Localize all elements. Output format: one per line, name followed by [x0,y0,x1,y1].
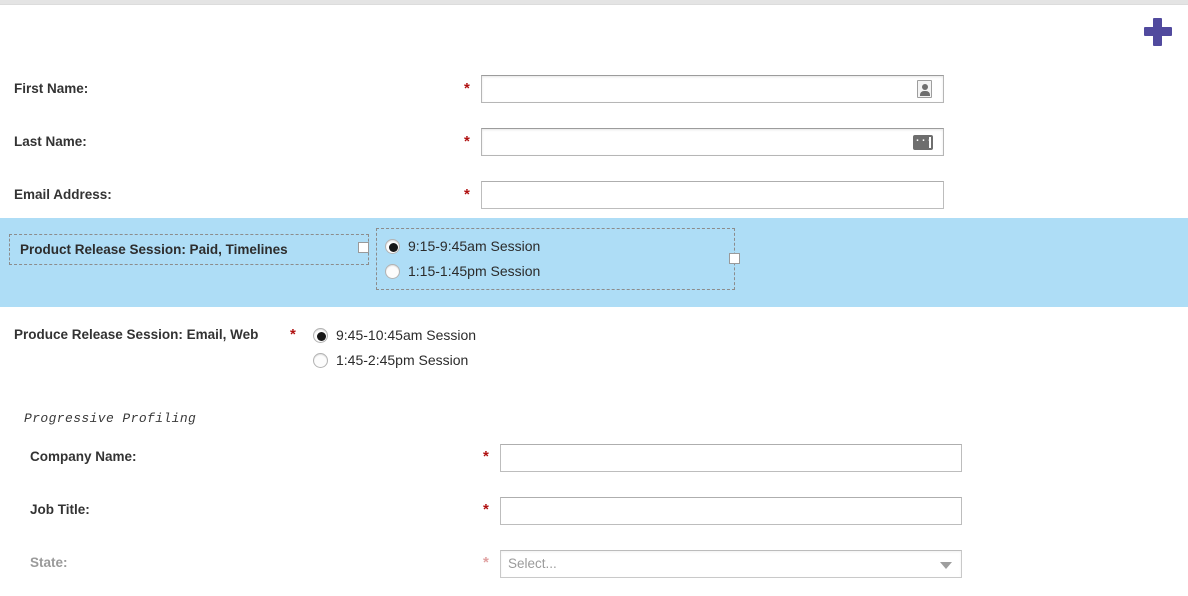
produce-release-session-required-marker: * [290,326,296,343]
form-row-job-title: Job Title: * [0,493,1188,527]
selected-option-label-1: 9:15-9:45am Session [408,238,541,254]
first-name-input[interactable] [481,75,944,103]
selected-block-label-resize-handle[interactable] [358,242,369,253]
radio-icon-145-245pm[interactable] [313,353,328,368]
produce-option-label-1: 9:45-10:45am Session [336,327,477,343]
last-name-input[interactable] [481,128,944,156]
email-address-required-marker: * [464,186,470,203]
form-row-produce-release-session: Produce Release Session: Email, Web * 9:… [0,322,1188,384]
plus-icon[interactable] [1142,16,1174,48]
company-name-required-marker: * [483,448,489,465]
radio-icon-915-945am[interactable] [385,239,400,254]
first-name-required-marker: * [464,80,470,97]
state-select-value: Select... [508,556,557,571]
selected-block-options-resize-handle[interactable] [729,253,740,264]
selected-block-label: Product Release Session: Paid, Timelines [20,242,288,257]
state-label: State: [30,555,68,570]
form-row-last-name: Last Name: * [0,125,1188,159]
plus-icon-vertical-bar [1153,18,1162,46]
window-top-strip [0,0,1188,5]
email-address-label: Email Address: [14,187,112,202]
email-address-input[interactable] [481,181,944,209]
company-name-label: Company Name: [30,449,137,464]
form-row-company-name: Company Name: * [0,440,1188,474]
last-name-required-marker: * [464,133,470,150]
form-row-email-address: Email Address: * [0,178,1188,212]
job-title-required-marker: * [483,501,489,518]
form-row-first-name: First Name: * [0,72,1188,106]
progressive-profiling-section-title: Progressive Profiling [24,411,197,426]
autofill-dots-icon[interactable] [913,131,933,150]
state-select[interactable]: Select... [500,550,962,578]
produce-option-label-2: 1:45-2:45pm Session [336,352,469,368]
last-name-label: Last Name: [14,134,87,149]
form-row-state: State: * Select... [0,546,1188,580]
radio-icon-115-145pm[interactable] [385,264,400,279]
company-name-input[interactable] [500,444,962,472]
radio-icon-945-1045am[interactable] [313,328,328,343]
produce-release-session-label: Produce Release Session: Email, Web [14,327,259,342]
job-title-input[interactable] [500,497,962,525]
contact-card-icon[interactable] [917,80,932,98]
chevron-down-icon [940,562,952,569]
job-title-label: Job Title: [30,502,90,517]
state-required-marker: * [483,554,489,571]
first-name-label: First Name: [14,81,89,96]
selected-option-label-2: 1:15-1:45pm Session [408,263,541,279]
selected-field-block[interactable]: Product Release Session: Paid, Timelines… [0,218,1188,307]
